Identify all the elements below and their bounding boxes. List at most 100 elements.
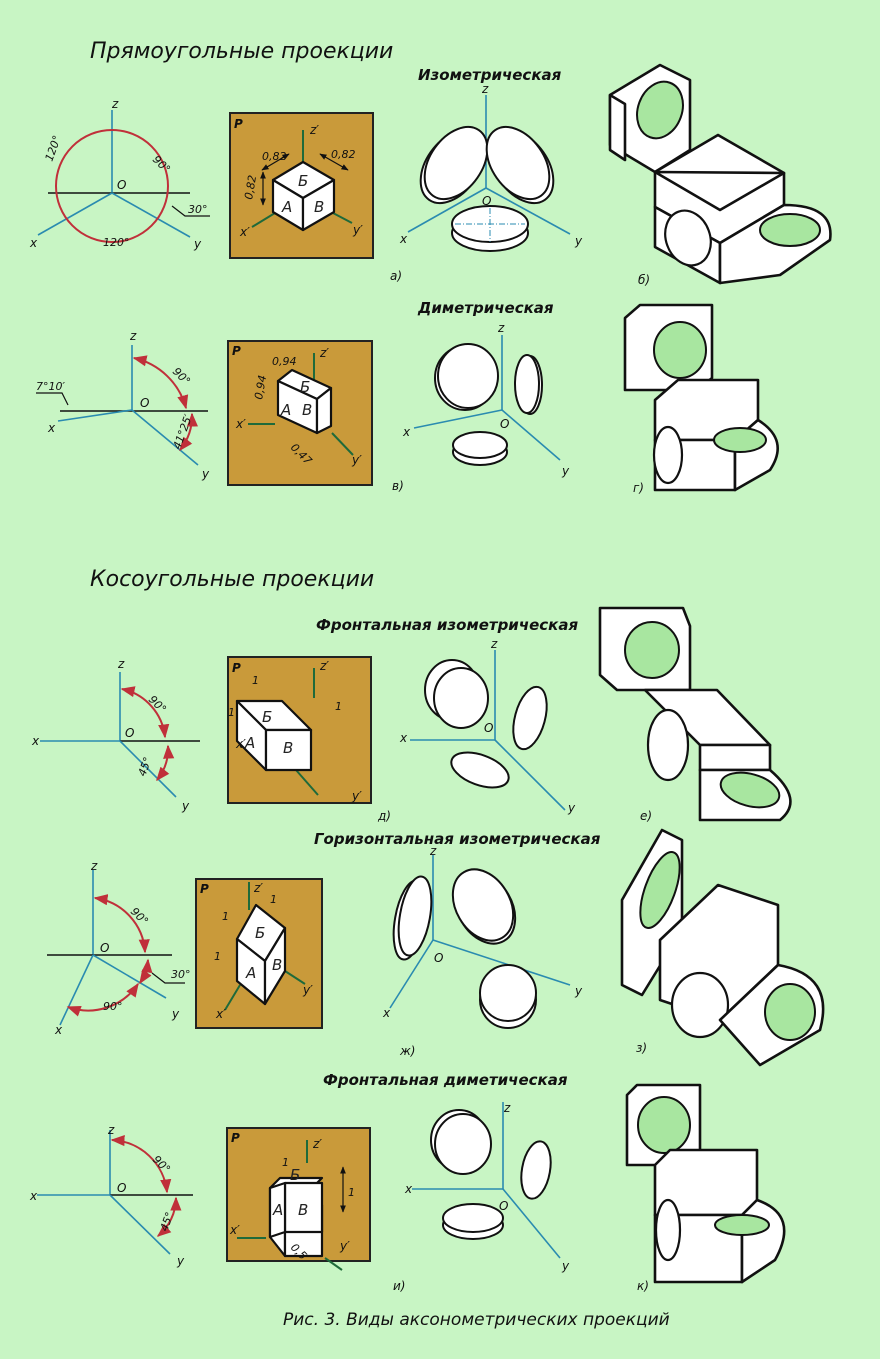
axes-diagram: z x y O 90° 45°: [31, 657, 200, 813]
drawing-shape: [434, 1113, 492, 1175]
label: Б: [255, 924, 265, 942]
drawing-shape: [652, 425, 684, 485]
label: z′: [312, 1137, 322, 1151]
label: x′: [215, 1007, 226, 1021]
label: y: [181, 799, 190, 813]
drawing-shape: [646, 708, 690, 782]
drawing-shape: [719, 771, 781, 809]
label: 90°: [103, 1000, 123, 1013]
label: P: [200, 882, 209, 896]
angle-label: 120°: [43, 134, 64, 163]
label: 90°: [146, 693, 169, 716]
drawing-shape: [268, 1181, 287, 1239]
label: А: [272, 1201, 283, 1219]
label: 45°: [136, 755, 155, 778]
label: z: [117, 657, 125, 671]
label: x: [29, 1189, 38, 1203]
drawing-shape: [653, 170, 786, 212]
part-letter: е): [640, 809, 652, 823]
axes-diagram: z x y O 90° 90° 30°: [47, 859, 191, 1037]
drawing-shape: [764, 983, 816, 1041]
label: В: [302, 401, 312, 419]
drawing-shape: [452, 431, 508, 459]
label: 0,94: [252, 374, 269, 400]
cube-panel: P А В Б z′ x′ y′ 0,94 0,94 0,47: [227, 340, 373, 486]
drawing-shape: [520, 1140, 552, 1200]
label: x′: [229, 1223, 240, 1237]
drawing-shape: [57, 409, 133, 422]
section-title-oblique: Косоугольные проекции: [90, 567, 374, 592]
label: z: [503, 1101, 511, 1115]
drawing-shape: [156, 744, 175, 782]
drawing-shape: [263, 926, 287, 1006]
drawing-shape: [119, 740, 177, 798]
label: 1: [214, 950, 221, 963]
label: x: [31, 734, 40, 748]
label: 7°10′: [36, 380, 65, 393]
panel-letter: a): [390, 269, 402, 283]
panel-letter: и): [393, 1279, 405, 1293]
drawing-shape: [331, 432, 354, 456]
drawing-shape: [132, 355, 189, 410]
label: P: [232, 344, 241, 358]
panel-letter: в): [392, 479, 404, 493]
drawing-shape: [264, 728, 313, 772]
label: 1: [335, 700, 342, 713]
row-subtitle: Диметрическая: [417, 299, 554, 317]
label: O: [140, 396, 149, 410]
drawing-shape: [139, 958, 153, 985]
angle-label: 90°: [150, 153, 173, 176]
part-drawing: з): [620, 828, 825, 1067]
label: А: [244, 734, 255, 752]
label: O: [500, 417, 509, 431]
drawing-shape: [295, 769, 319, 796]
label: x: [47, 421, 56, 435]
label: 30°: [171, 968, 191, 981]
label: y: [176, 1254, 185, 1268]
drawing-shape: [713, 427, 767, 453]
drawing-shape: [36, 392, 69, 406]
label: В: [272, 956, 282, 974]
x-label: x: [29, 236, 38, 250]
drawing-shape: [397, 875, 433, 957]
axes-diagram: z x y O 120° 90° 120° 30°: [29, 97, 210, 251]
label: x: [382, 1006, 391, 1020]
drawing-shape: [512, 685, 548, 751]
drawing-shape: [637, 1096, 691, 1154]
drawing-shape: [608, 93, 627, 162]
row-subtitle: Изометрическая: [418, 66, 562, 84]
x-axis: [37, 192, 113, 236]
drawing-shape: [485, 187, 571, 235]
drawing-shape: [653, 321, 707, 379]
label: y: [574, 984, 583, 998]
angle-label: 30°: [188, 203, 208, 216]
label: 1: [348, 1186, 355, 1199]
label: x: [402, 425, 411, 439]
drawing-shape: [110, 1135, 172, 1194]
drawing-shape: [389, 939, 434, 1009]
drawing-shape: [332, 212, 353, 224]
drawing-shape: [324, 1257, 343, 1271]
drawing-shape: [664, 209, 712, 267]
label: P: [232, 661, 241, 675]
drawing-shape: [433, 667, 489, 729]
part-drawing: б): [608, 63, 832, 287]
y-label: y: [193, 237, 202, 251]
label: y′: [339, 1239, 350, 1253]
part-drawing: е): [598, 606, 792, 823]
cube-panel: P А В Б z′ x′ y′ 1 1 1: [195, 878, 323, 1029]
row-dimetric: Диметрическая z x y O 90° 7°10′ 41°25′ P: [36, 299, 779, 495]
row-frontal-dimetric: Фронтальная диметическая z x y O 90° 45°…: [29, 1071, 786, 1293]
drawing-shape: [698, 743, 772, 772]
label: 0,82: [262, 150, 287, 163]
drawing-shape: [251, 212, 276, 228]
drawing-shape: [93, 894, 150, 954]
label: z: [497, 321, 505, 335]
label: 1: [270, 893, 277, 906]
circles-diagram: z x y O: [404, 1101, 570, 1273]
label: x′: [235, 737, 246, 751]
label: 1: [252, 674, 259, 687]
label: O: [117, 1181, 126, 1195]
drawing-shape: [636, 80, 684, 140]
label: 90°: [150, 1153, 173, 1176]
